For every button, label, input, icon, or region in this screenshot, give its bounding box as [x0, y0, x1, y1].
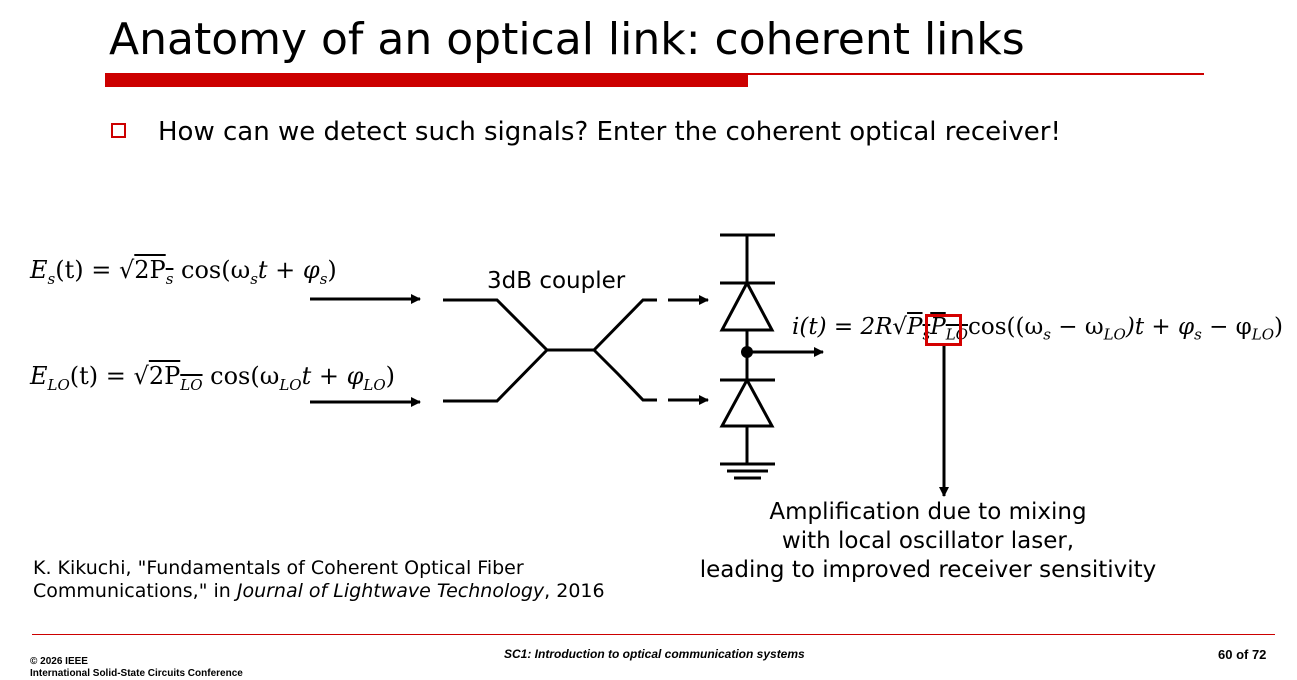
reference-text: , 2016	[544, 580, 605, 602]
caption-line: with local oscillator laser,	[781, 528, 1075, 554]
sqrt-symbol: √	[892, 314, 908, 340]
conference-name: International Solid-State Circuits Confe…	[30, 668, 243, 679]
eq-text: 2P	[148, 362, 181, 390]
eq-text: − ω	[1050, 314, 1104, 340]
reference-text: Communications," in	[33, 580, 237, 602]
signal-field-equation: Es(t) = √2Ps cos(ωst + φs)	[30, 256, 337, 288]
eq-subscript: LO	[1251, 325, 1275, 344]
eq-subscript: LO	[47, 375, 70, 394]
eq-text: (t) =	[55, 256, 119, 284]
eq-text: cos((ω	[967, 314, 1044, 340]
lo-field-equation: ELO(t) = √2PLO cos(ωLOt + φLO)	[30, 362, 395, 394]
coupler-lower-right	[592, 348, 657, 402]
eq-text: i(t) = 2R	[792, 314, 893, 340]
slide-title: Anatomy of an optical link: coherent lin…	[109, 14, 1025, 65]
journal-name: Journal of Lightwave Technology	[236, 580, 545, 602]
eq-subscript: LO	[1103, 325, 1126, 344]
eq-subscript: LO	[945, 325, 968, 344]
upper-photodiode-icon	[719, 279, 775, 332]
eq-subscript: s	[250, 269, 258, 288]
lower-photodiode-icon	[719, 376, 775, 428]
caption-line: leading to improved receiver sensitivity	[699, 557, 1157, 583]
footer-course-title: SC1: Introduction to optical communicati…	[504, 647, 805, 661]
title-underline	[105, 73, 1204, 75]
eq-symbol: E	[30, 362, 48, 390]
node-dot	[741, 346, 753, 358]
eq-subscript: s	[1043, 325, 1051, 344]
eq-subscript: LO	[279, 375, 302, 394]
reference-line-2: Communications," in Journal of Lightwave…	[33, 580, 605, 603]
eq-text: cos(ω	[173, 256, 251, 284]
eq-symbol: E	[30, 256, 48, 284]
eq-text: )	[385, 362, 396, 390]
eq-subscript: s	[47, 269, 56, 288]
eq-subscript: LO	[180, 375, 203, 394]
footer-copyright: © 2026 IEEE International Solid-State Ci…	[30, 656, 243, 680]
plo-highlight-box	[925, 314, 962, 346]
bullet-text: How can we detect such signals? Enter th…	[158, 117, 1061, 147]
eq-subscript: s	[165, 269, 174, 288]
sqrt-symbol: √	[133, 362, 149, 390]
eq-subscript: LO	[363, 375, 386, 394]
eq-text: t + φ	[301, 362, 364, 390]
eq-text: (t) =	[69, 362, 134, 390]
annotation-caption: Amplification due to mixing with local o…	[690, 498, 1166, 585]
sqrt-symbol: √	[118, 256, 135, 284]
copyright-text: © 2026 IEEE	[30, 656, 88, 667]
eq-text: − φ	[1201, 314, 1252, 340]
reference-line-1: K. Kikuchi, "Fundamentals of Coherent Op…	[33, 557, 524, 579]
caption-line: Amplification due to mixing	[769, 499, 1087, 525]
reference: K. Kikuchi, "Fundamentals of Coherent Op…	[33, 557, 605, 603]
footer-divider	[32, 634, 1275, 635]
eq-text: t + φ	[257, 256, 320, 284]
eq-subscript: s	[319, 269, 328, 288]
coupler-lower-left	[443, 348, 549, 403]
photocurrent-equation: i(t) = 2R√PsPLOcos((ωs − ωLO)t + φs − φL…	[792, 314, 1283, 344]
eq-text: )	[1274, 314, 1284, 340]
title-accent-bar	[105, 75, 748, 87]
eq-symbol: P	[930, 314, 946, 340]
page-number: 60 of 72	[1218, 647, 1267, 662]
coupler-label: 3dB coupler	[487, 268, 626, 294]
eq-text: 2P	[134, 256, 166, 284]
eq-text: )t + φ	[1125, 314, 1195, 340]
bullet-square-icon	[111, 123, 126, 138]
eq-text: )	[327, 256, 337, 284]
eq-text: cos(ω	[202, 362, 280, 390]
coupler-upper-path	[443, 298, 657, 352]
eq-symbol: P	[907, 314, 923, 340]
eq-subscript: s	[1194, 325, 1202, 344]
